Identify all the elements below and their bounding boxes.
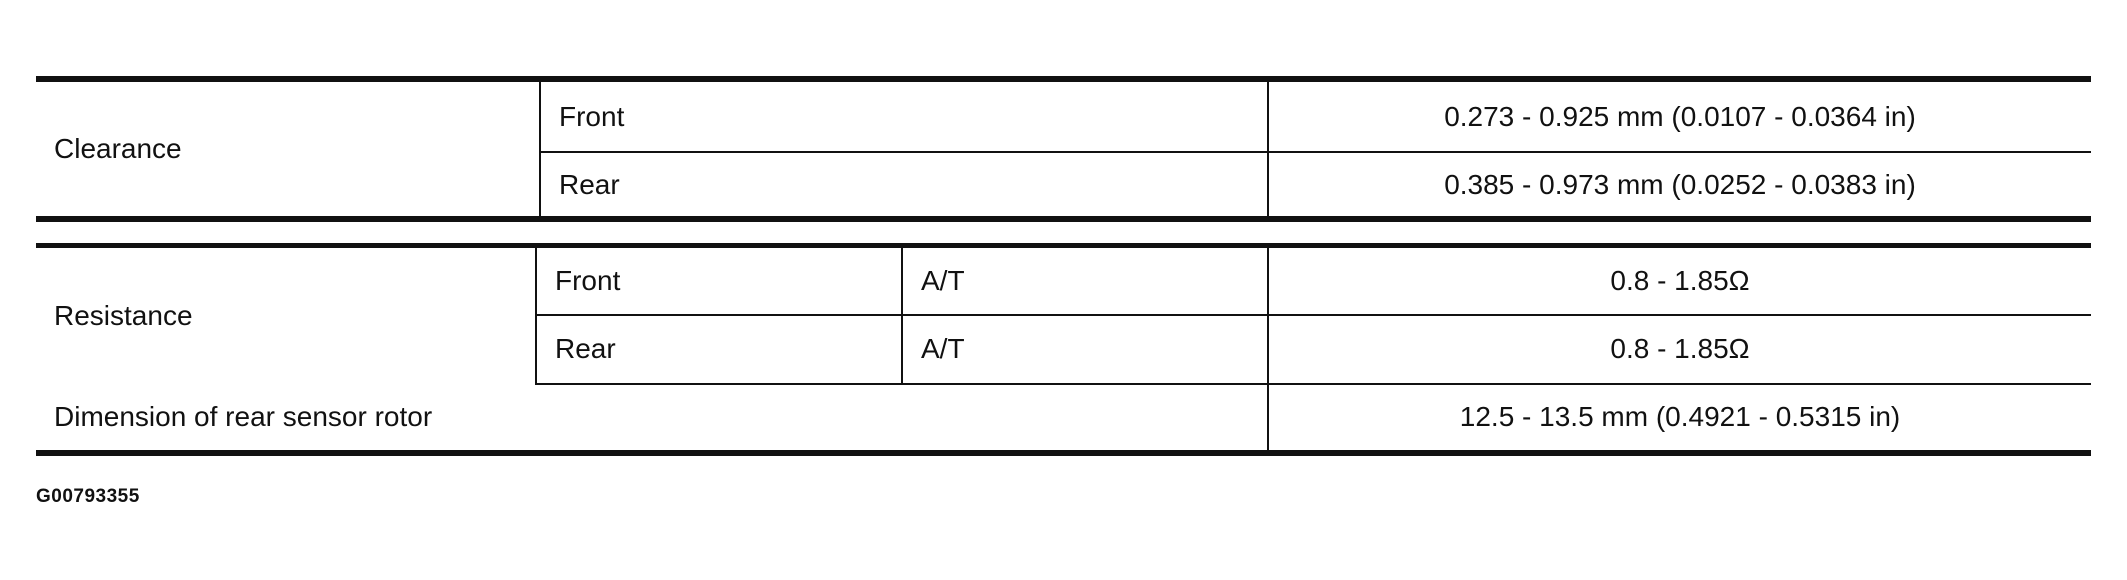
clearance-rear-label: Rear: [540, 152, 1269, 219]
dimension-value: 12.5 - 13.5 mm (0.4921 - 0.5315 in): [1459, 401, 1901, 432]
dimension-row: Dimension of rear sensor rotor 12.5 - 13…: [36, 383, 2091, 453]
figure-id: G00793355: [36, 486, 140, 507]
clearance-rear-value: 0.385 - 0.973 mm (0.0252 - 0.0383 in): [1444, 168, 1916, 200]
clearance-front-value: 0.273 - 0.925 mm (0.0107 - 0.0364 in): [1268, 79, 2091, 153]
resistance-front-row: Resistance Front A/T 0.8 - 1.85Ω: [36, 245, 2091, 384]
clearance-spec-table: Clearance Front 0.273 - 0.925 mm (0.0107…: [36, 76, 2091, 222]
clearance-label: Clearance: [36, 79, 541, 219]
resistance-label: Resistance: [36, 245, 537, 384]
clearance-front-label: Front: [540, 79, 1269, 153]
resistance-rear-value: 0.8 - 1.85Ω: [1268, 314, 2091, 385]
clearance-front-row: Clearance Front 0.273 - 0.925 mm (0.0107…: [36, 79, 2091, 219]
resistance-front-value: 0.8 - 1.85Ω: [1268, 245, 2091, 316]
dimension-label: Dimension of rear sensor rotor: [36, 383, 1269, 453]
resistance-front-transmission: A/T: [902, 245, 1269, 316]
resistance-front-label: Front: [536, 245, 903, 316]
clearance-rear-row: Rear 0.385 - 0.973 mm (0.0252 - 0.0383 i…: [36, 152, 2091, 219]
resistance-rear-label: Rear: [536, 314, 903, 385]
resistance-spec-table: Resistance Front A/T 0.8 - 1.85Ω Rear A/…: [36, 243, 2091, 456]
resistance-rear-transmission: A/T: [902, 314, 1269, 385]
resistance-rear-row: Rear A/T 0.8 - 1.85Ω: [36, 314, 2091, 385]
